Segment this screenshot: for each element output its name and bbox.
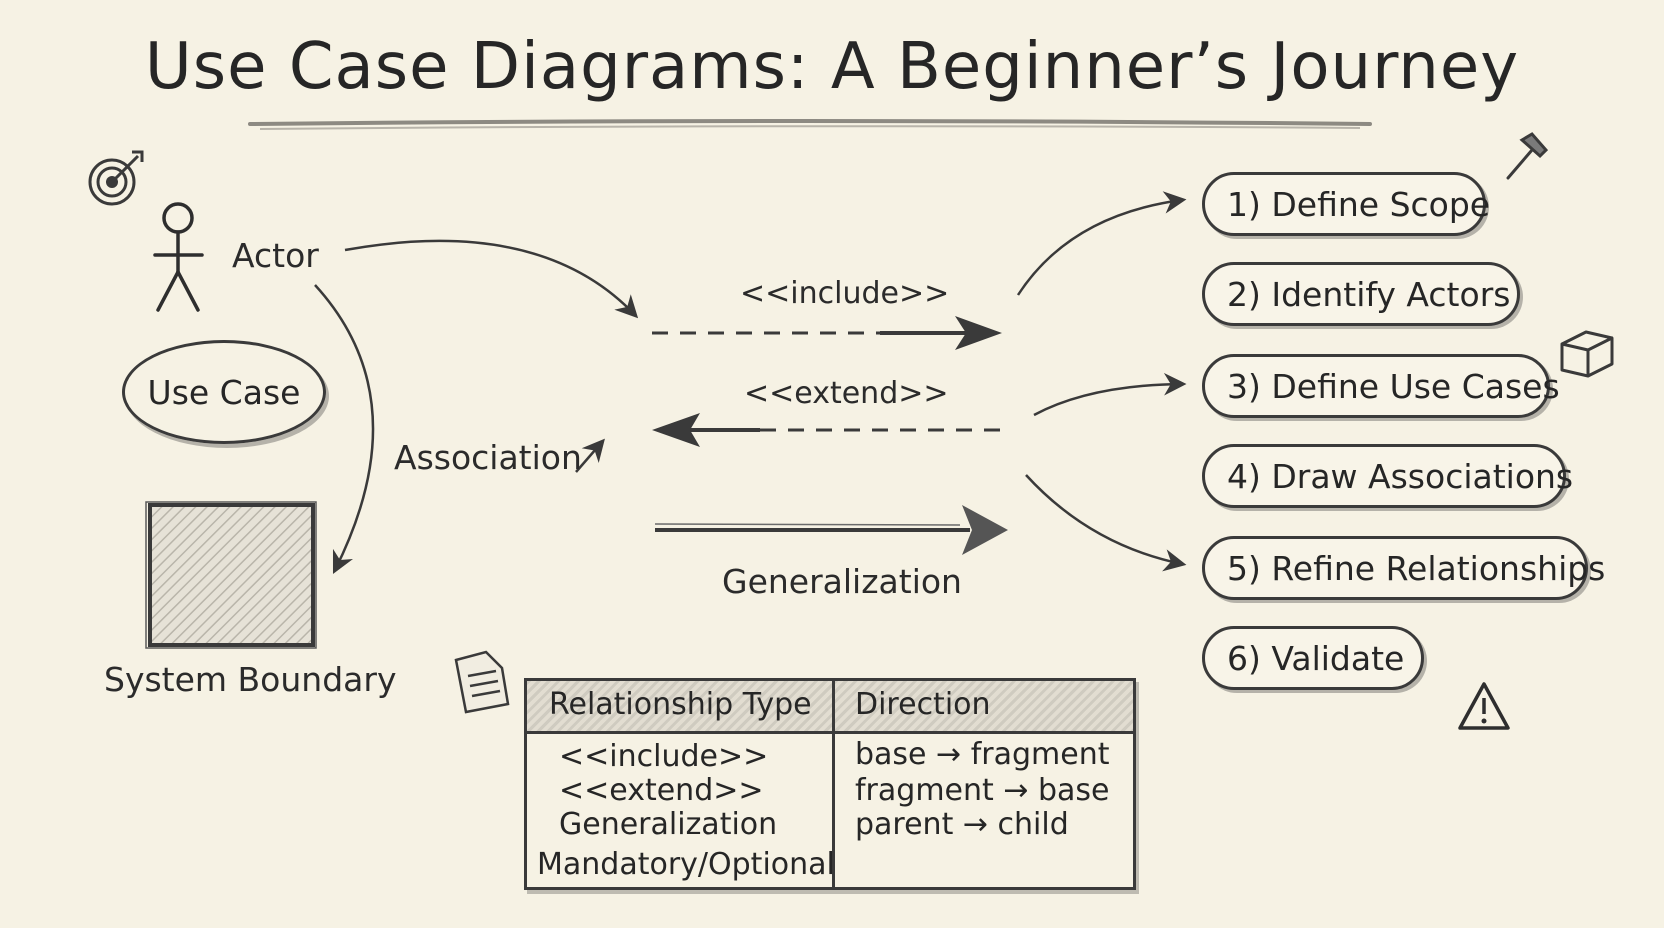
table-divider [832, 681, 835, 887]
hammer-icon [1506, 132, 1549, 180]
generalization-label: Generalization [722, 562, 962, 601]
actor-to-boundary-arrow [314, 284, 375, 575]
table-cell: parent → child [855, 807, 1069, 842]
system-boundary-box [148, 503, 315, 647]
document-icon [454, 650, 510, 714]
title-underline [248, 119, 1372, 126]
book-icon [1560, 330, 1614, 378]
header-direction: Direction [855, 687, 991, 722]
step1-link-arrow [1016, 191, 1187, 296]
step3-link-arrow [1033, 372, 1187, 417]
table-cell: <<include>> [559, 739, 769, 774]
step-define-scope: 1) Define Scope [1202, 172, 1490, 236]
table-cell: Generalization [559, 807, 778, 842]
table-header [527, 681, 1133, 734]
step-draw-associations: 4) Draw Associations [1202, 444, 1573, 508]
table-cell: base → fragment [855, 737, 1110, 772]
table-cell: <<extend>> [559, 773, 764, 808]
step-label: 6) Validate [1227, 638, 1405, 678]
page-title: Use Case Diagrams: A Beginner’s Journey [144, 30, 1520, 104]
extend-label: <<extend>> [744, 376, 949, 411]
header-relationship-type: Relationship Type [549, 687, 812, 722]
step-validate: 6) Validate [1202, 626, 1424, 690]
target-icon [88, 150, 144, 206]
use-case-ellipse: Use Case [122, 340, 326, 444]
actor-to-include-arrow [344, 239, 639, 319]
step-refine-relationships: 5) Refine Relationships [1202, 536, 1605, 600]
relationship-table: Relationship Type Direction <<include>> … [524, 678, 1136, 890]
warning-icon [1458, 682, 1510, 730]
table-cell: Mandatory/Optional [537, 847, 835, 882]
step-label: 1) Define Scope [1227, 184, 1491, 224]
step-label: 4) Draw Associations [1227, 456, 1574, 496]
step-label: 2) Identify Actors [1227, 274, 1511, 314]
association-arrow [575, 438, 605, 473]
step-define-use-cases: 3) Define Use Cases [1202, 354, 1560, 418]
use-case-label: Use Case [147, 372, 301, 412]
actor-figure [153, 202, 204, 312]
include-label: <<include>> [740, 276, 950, 311]
table-cell: fragment → base [855, 773, 1110, 808]
step-identify-actors: 2) Identify Actors [1202, 262, 1520, 326]
association-label: Association [394, 438, 582, 477]
step-label: 5) Refine Relationships [1227, 548, 1606, 588]
step-label: 3) Define Use Cases [1227, 366, 1560, 406]
system-boundary-label: System Boundary [104, 660, 397, 699]
step5-link-arrow [1025, 474, 1187, 572]
actor-label: Actor [232, 236, 319, 275]
